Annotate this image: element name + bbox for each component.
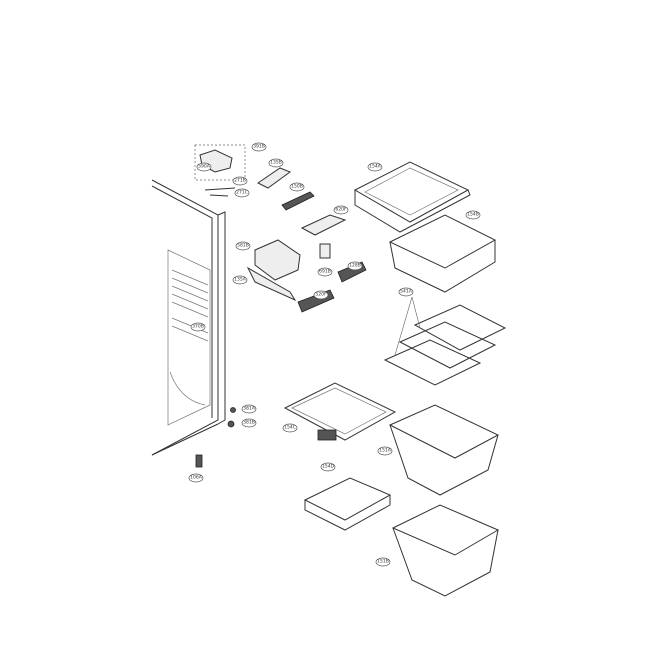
callout-label: 271B [232, 176, 248, 186]
callout-label: 590A [196, 162, 212, 172]
part-grille [281, 191, 315, 211]
callout-label: 154A [367, 162, 383, 172]
refrigerator-cabinet [151, 179, 226, 456]
callout-label: 151A [377, 446, 393, 456]
callout-label: 581B [235, 241, 251, 251]
callout-label: 691B [317, 267, 333, 277]
callout-label: 381A [241, 404, 257, 414]
callout-text: 620F [335, 207, 347, 213]
callout-label: 620F [333, 205, 349, 215]
callout-label: 154B [465, 210, 481, 220]
callout-text: 541A [400, 289, 413, 295]
callout-text: 151A [379, 448, 392, 454]
callout-label: 391B [251, 142, 267, 152]
callout-label: 154C [282, 423, 298, 433]
hinge-part [227, 420, 235, 428]
shelf-bracket [317, 429, 337, 441]
lower-shelf [283, 382, 397, 441]
callout-text: 154C [284, 425, 296, 431]
callout-text: 154B [467, 212, 479, 218]
leveling-leg [195, 454, 203, 468]
callout-text: 271B [234, 178, 246, 184]
part-cover [257, 167, 292, 189]
upper-cover [353, 161, 470, 223]
callout-text: 106A [190, 475, 203, 481]
callout-text: 370B [192, 324, 204, 330]
callout-label: 128B [347, 261, 363, 271]
part-duct [300, 214, 347, 236]
crisper-cover [303, 477, 392, 521]
callout-label: 150B [289, 182, 305, 192]
callout-label: 106A [188, 473, 204, 483]
glass-shelves [383, 296, 507, 386]
callout-label: 271C [234, 188, 250, 198]
assembly-box [194, 144, 246, 181]
callout-text: 391B [253, 144, 265, 150]
part-fan-housing [254, 239, 301, 281]
callout-label: 520F [313, 290, 329, 300]
callout-text: 128B [349, 263, 361, 269]
callout-text: 135B [270, 160, 282, 166]
callout-text: 271C [236, 190, 248, 196]
callout-text: 151B [377, 559, 389, 565]
callout-label: 135A [232, 275, 248, 285]
upper-drawer [388, 214, 497, 269]
callout-text: 590A [198, 164, 211, 170]
callout-text: 581B [237, 243, 249, 249]
callout-text: 154A [369, 164, 382, 170]
callout-text: 381B [243, 420, 255, 426]
callout-text: 520F [315, 292, 327, 298]
part-tray [246, 266, 297, 302]
callout-text: 154D [322, 464, 335, 470]
crisper-bin-upper [388, 404, 500, 459]
callout-label: 154D [320, 462, 336, 472]
callout-label: 135B [268, 158, 284, 168]
callout-text: 381A [243, 406, 256, 412]
screw [230, 407, 236, 413]
callout-label: 151B [375, 557, 391, 567]
callout-text: 135A [234, 277, 247, 283]
part-sensor [319, 243, 331, 259]
callout-label: 541A [398, 287, 414, 297]
callout-text: 691B [319, 269, 331, 275]
crisper-bin-lower [391, 504, 500, 556]
callout-text: 150B [291, 184, 303, 190]
callout-label: 370B [190, 322, 206, 332]
callout-label: 381B [241, 418, 257, 428]
